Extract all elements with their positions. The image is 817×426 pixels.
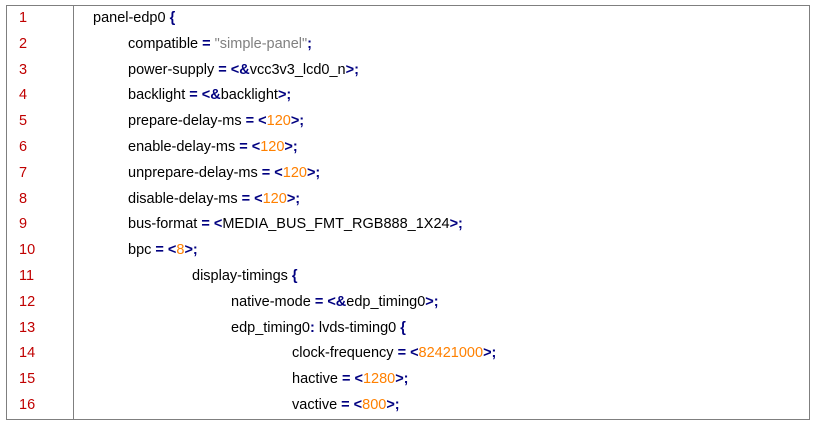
code-line: hactive = <1280>; xyxy=(74,367,809,393)
line-number: 7 xyxy=(19,164,28,181)
code-identifier: vactive xyxy=(292,396,342,413)
code-identifier: enable-delay-ms xyxy=(128,138,240,155)
line-number: 13 xyxy=(19,319,36,336)
code-punctuation: : xyxy=(310,319,319,336)
code-string: "simple-panel" xyxy=(214,35,308,52)
line-number: 2 xyxy=(19,35,28,52)
code-punctuation: = <& xyxy=(189,87,221,104)
code-identifier: prepare-delay-ms xyxy=(128,113,246,130)
code-punctuation: >; xyxy=(386,396,400,413)
code-line: unprepare-delay-ms = <120>; xyxy=(74,161,809,187)
code-punctuation: >; xyxy=(395,371,409,388)
code-number: 120 xyxy=(282,164,307,181)
code-punctuation: = < xyxy=(201,216,223,233)
code-punctuation: = <& xyxy=(314,293,347,310)
code-identifier: disable-delay-ms xyxy=(128,190,242,207)
code-identifier: backlight xyxy=(220,87,278,104)
line-number: 1 xyxy=(19,10,28,26)
code-punctuation: >; xyxy=(483,345,497,362)
code-number: 120 xyxy=(262,190,287,207)
code-punctuation: { xyxy=(169,10,176,26)
code-line: clock-frequency = <82421000>; xyxy=(74,341,809,367)
code-punctuation: = < xyxy=(261,164,283,181)
code-punctuation: = < xyxy=(155,242,177,259)
code-identifier: MEDIA_BUS_FMT_RGB888_1X24 xyxy=(222,216,450,233)
code-line: edp_timing0: lvds-timing0 { xyxy=(74,316,809,342)
code-line: prepare-delay-ms = <120>; xyxy=(74,109,809,135)
code-identifier: hactive xyxy=(292,371,342,388)
code-identifier: display-timings xyxy=(192,267,292,284)
code-identifier: vcc3v3_lcd0_n xyxy=(249,61,346,78)
line-number: 8 xyxy=(19,190,28,207)
code-identifier: backlight xyxy=(128,87,190,104)
line-number: 11 xyxy=(19,267,35,284)
code-identifier: edp_timing0 xyxy=(346,293,426,310)
code-line: compatible = "simple-panel"; xyxy=(74,32,809,58)
code-punctuation: ; xyxy=(307,35,313,52)
code-punctuation: >; xyxy=(306,164,321,181)
code-punctuation: >; xyxy=(425,293,439,310)
code-identifier: panel-edp0 xyxy=(93,10,170,26)
code-number: 120 xyxy=(266,113,291,130)
code-punctuation: = < xyxy=(245,113,267,130)
code-identifier: unprepare-delay-ms xyxy=(128,164,262,181)
line-number: 16 xyxy=(19,396,36,413)
code-identifier: lvds-timing0 xyxy=(318,319,401,336)
line-number: 14 xyxy=(19,345,36,362)
code-punctuation: = xyxy=(202,35,215,52)
code-number: 82421000 xyxy=(418,345,484,362)
code-line: enable-delay-ms = <120>; xyxy=(74,135,809,161)
code-punctuation: = < xyxy=(241,190,263,207)
code-number: 800 xyxy=(362,396,387,413)
code-line: power-supply = <&vcc3v3_lcd0_n>; xyxy=(74,58,809,84)
code-identifier: compatible xyxy=(128,35,203,52)
line-number: 3 xyxy=(19,61,28,78)
line-number: 9 xyxy=(19,216,28,233)
code-punctuation: = < xyxy=(341,396,363,413)
code-punctuation: >; xyxy=(290,113,305,130)
line-number: 12 xyxy=(19,293,36,310)
code-line: native-mode = <&edp_timing0>; xyxy=(74,290,809,316)
code-punctuation: = < xyxy=(239,138,261,155)
code-line: display-timings { xyxy=(74,264,809,290)
code-line: panel-edp0 { xyxy=(74,6,809,32)
code-line: backlight = <&backlight>; xyxy=(74,83,809,109)
code-identifier: bpc xyxy=(128,242,156,259)
code-identifier: clock-frequency xyxy=(292,345,398,362)
line-number: 10 xyxy=(19,242,36,259)
code-punctuation: = < xyxy=(397,345,419,362)
code-identifier: power-supply xyxy=(128,61,219,78)
code-punctuation: >; xyxy=(284,138,298,155)
code-punctuation: = < xyxy=(341,371,363,388)
line-number: 4 xyxy=(19,87,28,104)
code-line: bpc = <8>; xyxy=(74,238,809,264)
code-body: panel-edp0 {compatible = "simple-panel";… xyxy=(74,6,809,419)
line-number: 15 xyxy=(19,371,36,388)
code-identifier: bus-format xyxy=(128,216,202,233)
code-number: 120 xyxy=(260,138,285,155)
code-line: vactive = <800>; xyxy=(74,393,809,419)
code-punctuation: >; xyxy=(449,216,463,233)
line-number: 6 xyxy=(19,138,28,155)
code-punctuation: >; xyxy=(286,190,301,207)
line-number: 5 xyxy=(19,113,28,130)
code-punctuation: { xyxy=(291,267,298,284)
code-line: disable-delay-ms = <120>; xyxy=(74,187,809,213)
code-identifier: edp_timing0 xyxy=(231,319,310,336)
code-punctuation: >; xyxy=(184,242,198,259)
code-punctuation: { xyxy=(400,319,406,336)
code-punctuation: >; xyxy=(277,87,292,104)
code-line: bus-format = <MEDIA_BUS_FMT_RGB888_1X24>… xyxy=(74,212,809,238)
code-punctuation: >; xyxy=(345,61,359,78)
code-number: 1280 xyxy=(362,371,396,388)
code-punctuation: = <& xyxy=(218,61,250,78)
code-number: 8 xyxy=(176,242,185,259)
code-identifier: native-mode xyxy=(231,293,315,310)
